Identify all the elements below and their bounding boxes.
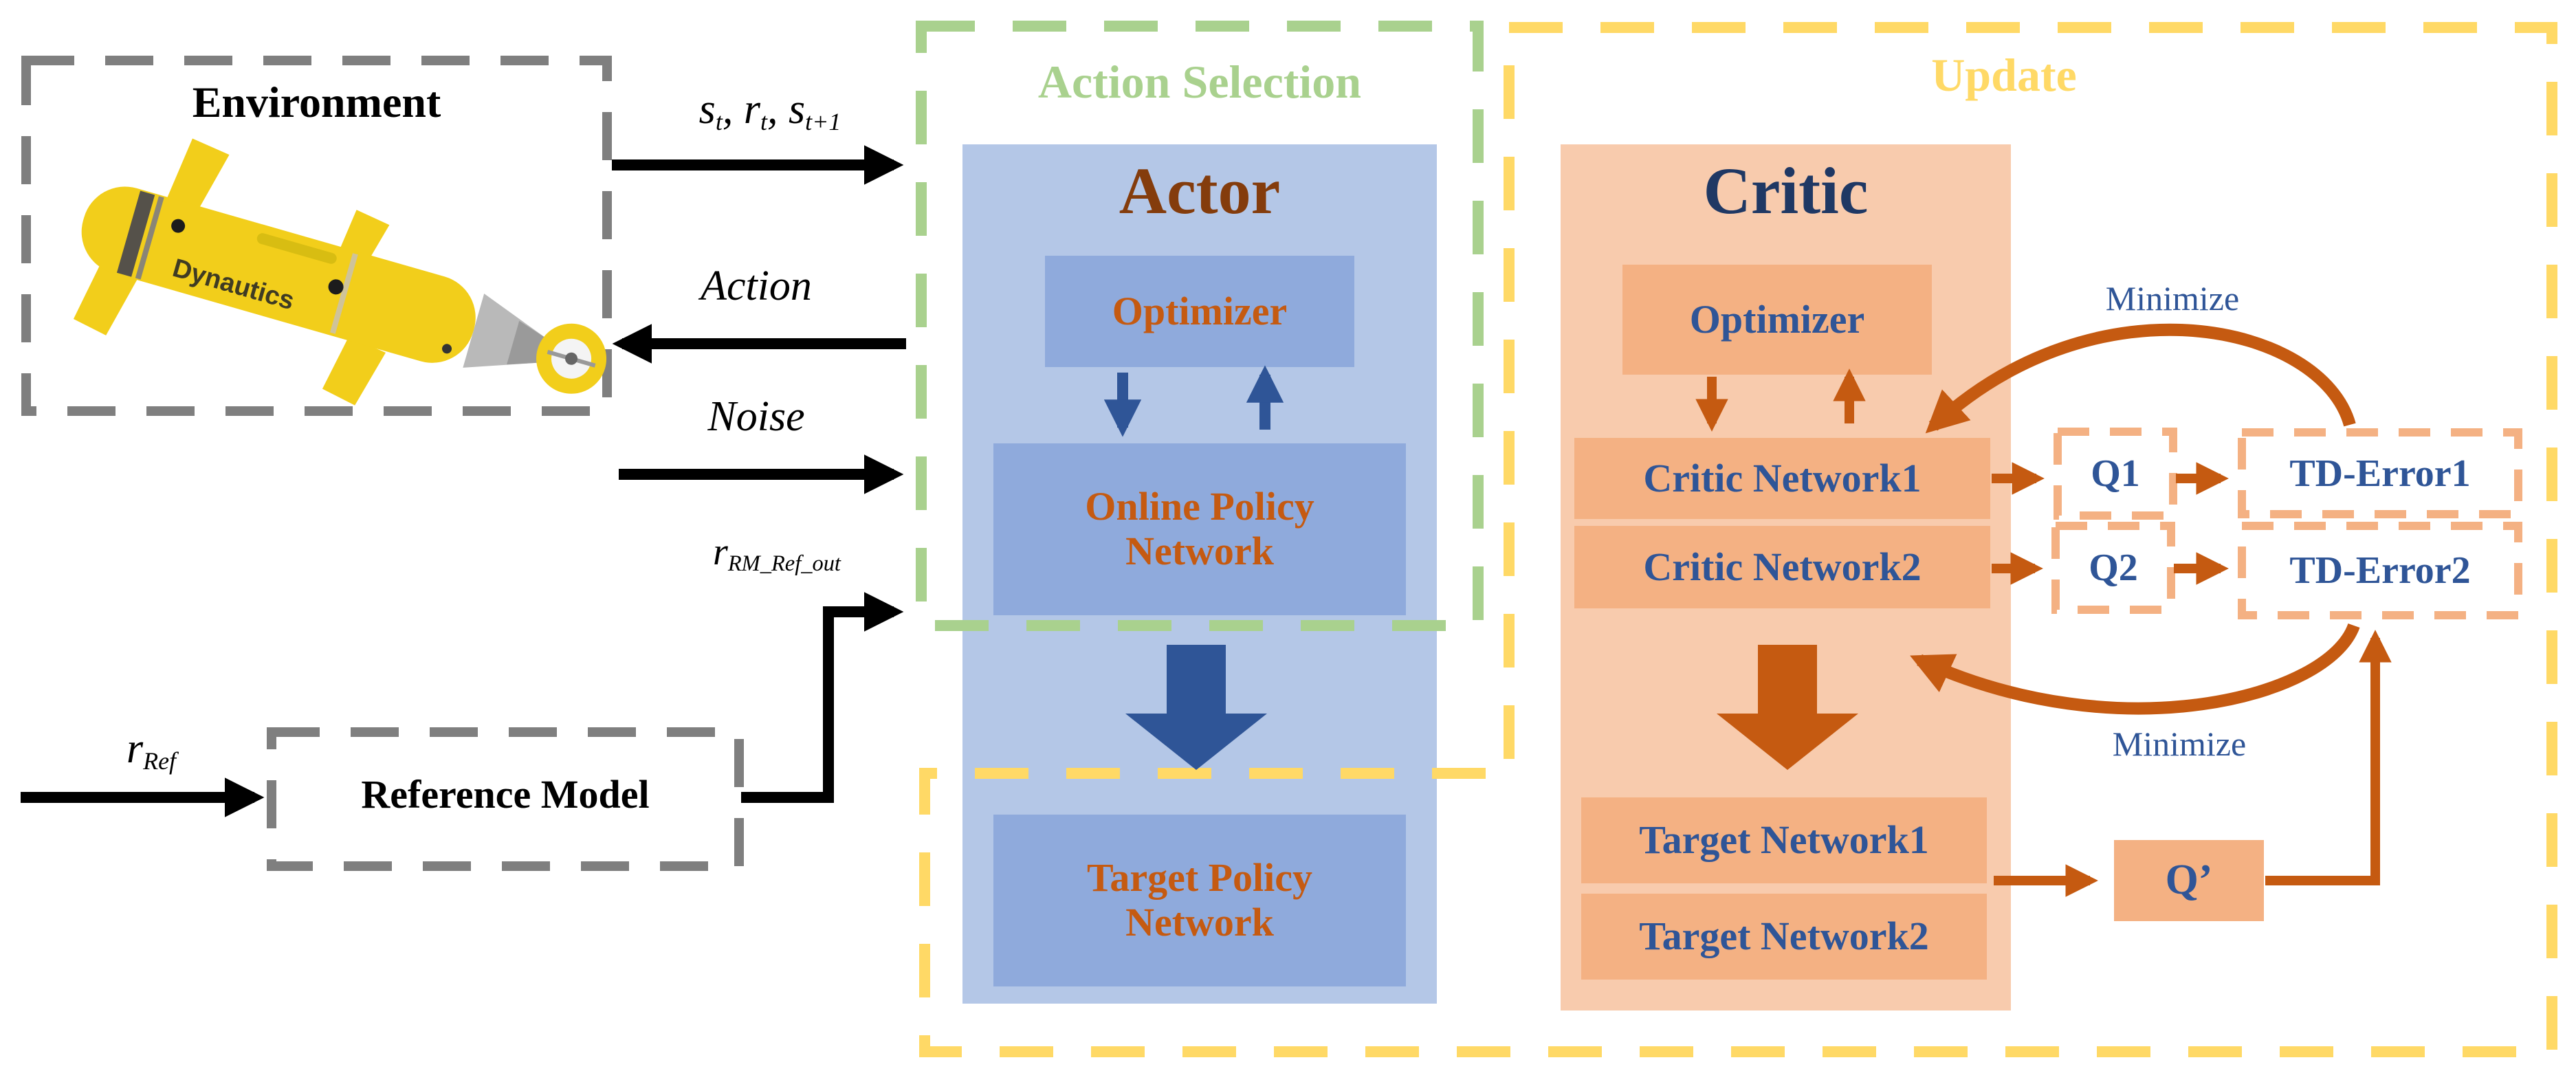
critic-network1-box: Critic Network1: [1574, 438, 1990, 519]
auv-top-fin: [166, 138, 230, 212]
auv-nose-band2: [135, 196, 164, 280]
online-policy-network-label: Online Policy Network: [1085, 484, 1314, 573]
actor-title: Actor: [1119, 154, 1281, 228]
critic-optimizer-box: Optimizer: [1622, 265, 1932, 375]
auv-propeller-hub: [565, 352, 578, 365]
q-prime-box: Q’: [2114, 840, 2264, 921]
target-policy-network-label: Target Policy Network: [1086, 855, 1313, 945]
state-reward-label: st, rt, st+1: [698, 86, 841, 136]
q2-label: Q2: [2089, 546, 2138, 589]
actor-optimizer-box: Optimizer: [1045, 256, 1354, 367]
q-prime-label: Q’: [2165, 857, 2213, 904]
minimize1-label: Minimize: [2105, 279, 2240, 318]
auv-tail-cone: [463, 294, 547, 368]
environment-title: Environment: [192, 78, 441, 126]
actor-optimizer-label: Optimizer: [1112, 288, 1288, 333]
reference-model-title: Reference Model: [361, 772, 650, 817]
auv-porthole3: [442, 344, 452, 354]
auv-handle-slot: [256, 233, 337, 264]
critic-network1-label: Critic Network1: [1643, 455, 1922, 500]
auv-rear-bottom-fin: [322, 336, 386, 406]
target-network2-label: Target Network2: [1639, 914, 1929, 959]
auv-body-seam: [329, 253, 358, 334]
td-error2-label: TD-Error2: [2289, 549, 2471, 592]
td-error1-label: TD-Error1: [2289, 452, 2471, 495]
r-ref-label: rRef: [126, 725, 177, 775]
auv-nose-band: [116, 190, 155, 277]
critic-title: Critic: [1703, 154, 1869, 228]
auv-brand-text: Dynautics: [169, 254, 297, 316]
noise-label: Noise: [707, 393, 805, 440]
q1-box: Q1: [2058, 432, 2173, 516]
target-network1-label: Target Network1: [1639, 817, 1929, 863]
target-policy-network-box: Target Policy Network: [993, 815, 1406, 986]
critic-network2-label: Critic Network2: [1643, 544, 1922, 589]
q2-box: Q2: [2056, 526, 2171, 610]
auv-propeller-spoke: [547, 349, 596, 368]
td-error2-box: TD-Error2: [2242, 526, 2518, 615]
auv-bottom-fin: [73, 262, 139, 335]
r-rm-ref-out-label: rRM_Ref_out: [713, 531, 841, 577]
critic-optimizer-label: Optimizer: [1689, 296, 1865, 342]
td-error1-box: TD-Error1: [2242, 432, 2518, 514]
critic-network2-box: Critic Network2: [1574, 526, 1990, 608]
r-rm-ref-out-arrow: [741, 592, 904, 803]
auv-vehicle-image: Dynautics: [73, 138, 607, 406]
auv-porthole2: [328, 279, 344, 295]
auv-propeller-duct: [536, 323, 607, 394]
minimize2-label: Minimize: [2112, 725, 2247, 763]
auv-tail-cone-shadow: [507, 320, 547, 365]
auv-body: [81, 186, 476, 363]
action-selection-title: Action Selection: [1037, 56, 1362, 108]
target-network2-box: Target Network2: [1581, 894, 1987, 980]
auv-mid-top-fin: [339, 210, 390, 263]
auv-porthole1: [171, 219, 186, 233]
update-title: Update: [1931, 49, 2077, 101]
q1-label: Q1: [2091, 452, 2140, 495]
online-policy-network-box: Online Policy Network: [993, 443, 1406, 615]
target-network1-box: Target Network1: [1581, 797, 1987, 883]
action-label: Action: [701, 263, 812, 309]
